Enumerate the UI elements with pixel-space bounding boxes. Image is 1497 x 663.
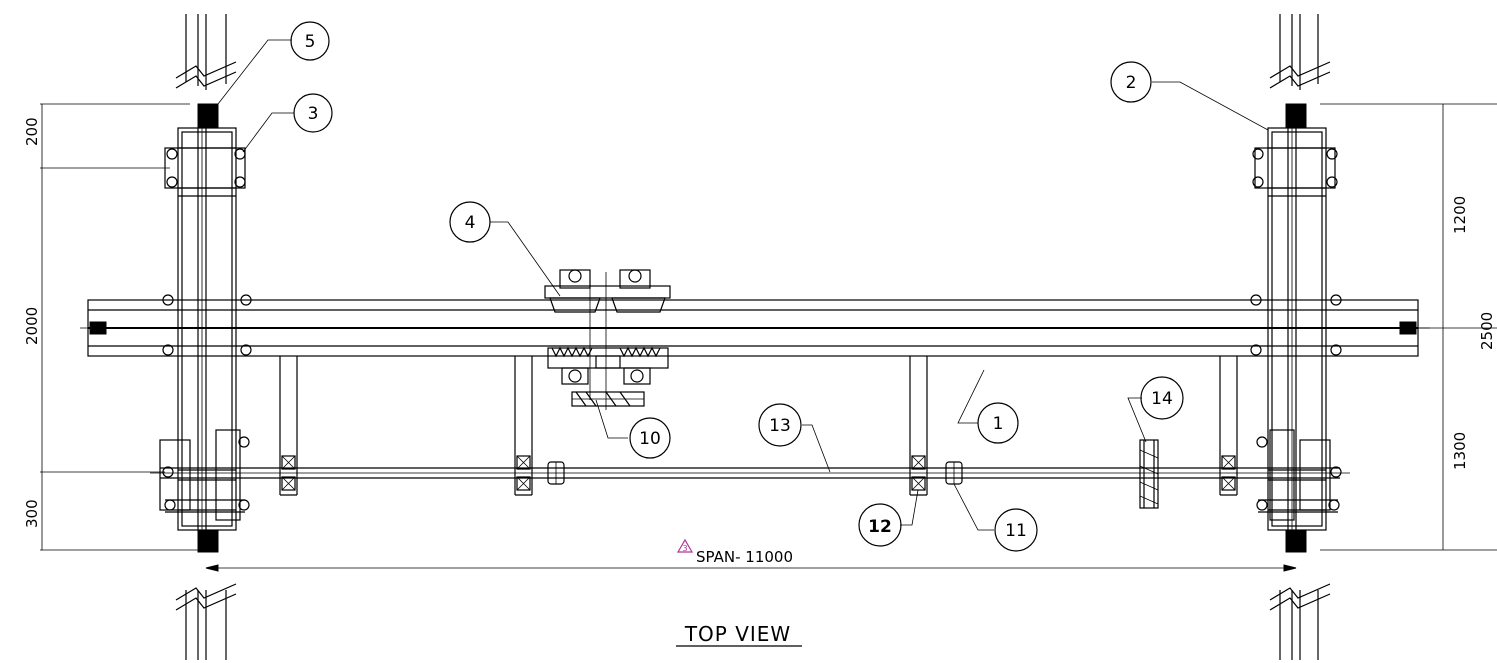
svg-text:2: 2 — [1126, 73, 1137, 93]
callout-2: 2 — [1110, 61, 1152, 103]
right-dimension-chain — [1320, 103, 1497, 551]
cross-travel-shaft — [150, 467, 1350, 479]
drive-wheel — [1139, 439, 1159, 509]
svg-text:13: 13 — [769, 416, 791, 436]
right-buffer-bottom — [1285, 529, 1307, 553]
svg-text:3: 3 — [308, 104, 319, 124]
shaft-bearings — [281, 455, 1236, 491]
trolley-hoist — [544, 269, 671, 410]
right-buffer-top — [1285, 103, 1307, 129]
svg-text:3: 3 — [682, 544, 687, 553]
dim-right-2500: 2500 — [1478, 312, 1496, 350]
dim-right-1200: 1200 — [1451, 196, 1469, 234]
dim-left-300: 300 — [23, 499, 41, 528]
hanger-brackets — [279, 356, 1238, 496]
callout-10: 10 — [629, 417, 671, 459]
callout-5: 5 — [290, 21, 330, 61]
callout-4: 4 — [449, 201, 491, 243]
main-girder — [80, 299, 1430, 357]
right-rail — [1269, 14, 1331, 660]
shaft-couplings — [547, 461, 963, 485]
dim-right-1300: 1300 — [1451, 432, 1469, 470]
svg-text:4: 4 — [465, 213, 476, 233]
span-label: SPAN- 11000 — [696, 548, 793, 566]
svg-text:14: 14 — [1151, 389, 1173, 409]
svg-text:11: 11 — [1005, 521, 1027, 541]
svg-text:5: 5 — [305, 32, 316, 52]
left-rail — [175, 14, 237, 660]
revision-triangle-icon: 3 — [676, 538, 694, 553]
svg-text:12: 12 — [868, 517, 892, 537]
left-bolts — [162, 148, 252, 511]
callout-11: 11 — [994, 508, 1038, 552]
span-dimension-line — [205, 564, 1297, 572]
callout-3: 3 — [293, 93, 333, 133]
svg-text:10: 10 — [639, 429, 661, 449]
svg-text:1: 1 — [993, 414, 1004, 434]
callout-1: 1 — [977, 402, 1019, 444]
left-dimension-chain — [40, 103, 200, 551]
callout-leaders — [217, 39, 1269, 531]
dim-left-2000: 2000 — [23, 307, 41, 345]
callout-12: 12 — [858, 503, 902, 547]
view-title: TOP VIEW — [684, 622, 791, 646]
left-buffer-bottom — [197, 529, 219, 553]
callout-13: 13 — [758, 403, 802, 447]
dim-left-200: 200 — [23, 117, 41, 146]
left-buffer-top — [197, 103, 219, 129]
callout-14: 14 — [1140, 376, 1184, 420]
